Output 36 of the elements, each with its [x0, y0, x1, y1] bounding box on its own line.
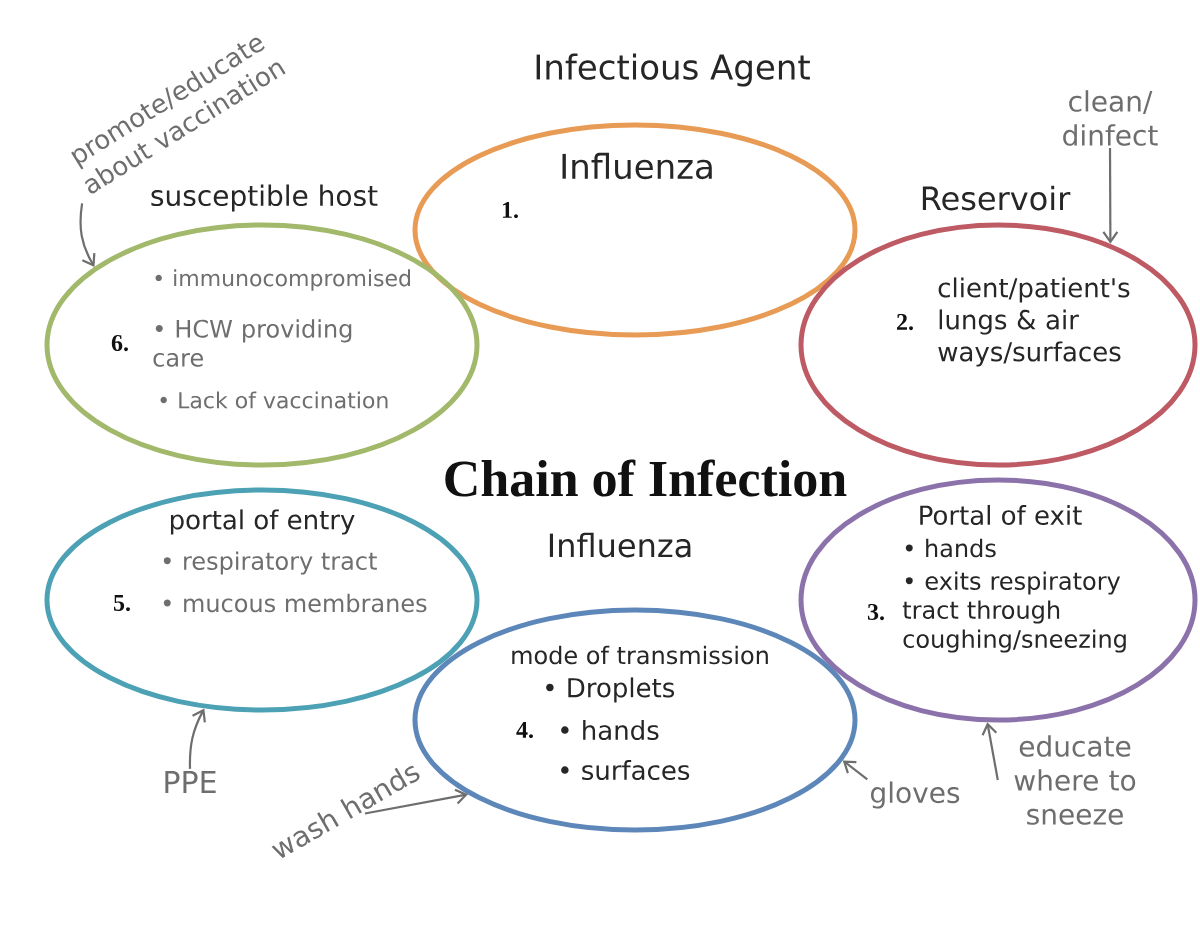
agent-name: Influenza: [562, 152, 712, 180]
bullet-item: • respiratory tract: [163, 551, 377, 575]
bullet-item: • hands: [905, 538, 996, 558]
bullet-item: • immunocompromised: [155, 269, 410, 291]
heading: portal of entry: [171, 509, 355, 535]
step-number: 4.: [516, 721, 533, 739]
step-number: 6.: [111, 334, 128, 352]
heading: mode of transmission: [512, 645, 768, 665]
arrow: [981, 722, 999, 781]
bullet-item: • mucous membranes: [163, 593, 427, 613]
bullet-item: • Droplets: [546, 677, 675, 703]
bullet-item: • exits respiratory tract through coughing/sneezing: [902, 571, 1126, 653]
step-number: 5.: [113, 595, 130, 612]
heading: Infectious Agent: [536, 53, 810, 87]
step-number: 2.: [897, 313, 913, 331]
arrow: [188, 708, 206, 769]
note-text: PPE: [165, 771, 216, 793]
arrow: [842, 760, 868, 781]
note-text: gloves: [871, 781, 960, 809]
heading: susceptible host: [151, 184, 378, 212]
body-text: client/patient's lungs & air ways/surfaces: [938, 277, 1130, 367]
bullet-item: • Lack of vaccination: [160, 391, 388, 409]
bullet-item: • hands: [561, 719, 659, 741]
step-number: 3.: [867, 603, 884, 621]
heading: Reservoir: [922, 185, 1071, 211]
note-text: clean/ dinfect: [1063, 90, 1158, 146]
label-text: Influenza: [549, 532, 691, 558]
step-number: 1.: [502, 201, 518, 219]
note-text: educate where to sneeze: [1014, 735, 1136, 825]
arrow: [1102, 148, 1119, 244]
bullet-item: • surfaces: [561, 759, 690, 781]
bullet-item: • HCW providing care: [153, 319, 352, 367]
title: Chain of Infection: [445, 459, 847, 497]
arrow: [79, 203, 96, 267]
arrow: [364, 788, 469, 815]
heading: Portal of exit: [920, 504, 1082, 526]
